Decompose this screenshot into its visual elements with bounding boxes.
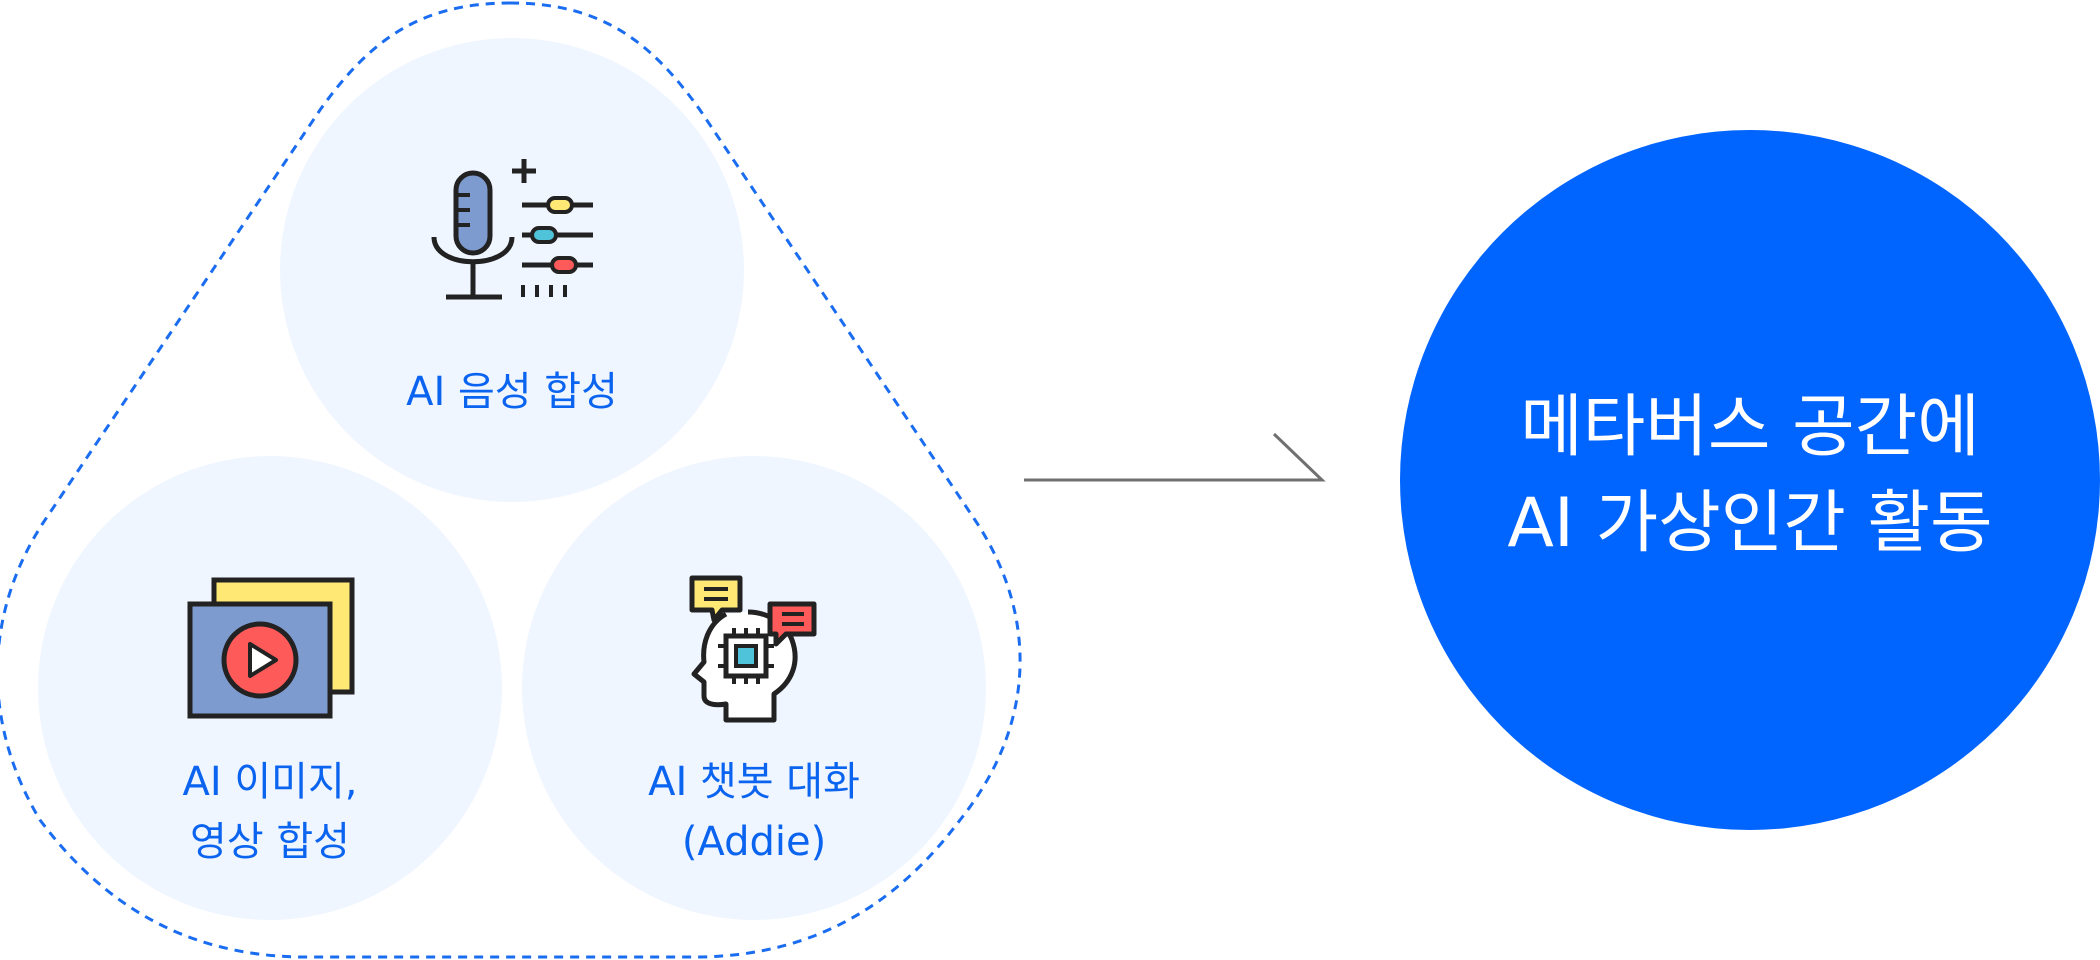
grouping-outline: [0, 1, 1022, 959]
image-video-label-line1: AI 이미지,: [182, 759, 358, 805]
result-circle: [1400, 130, 2100, 830]
voice-synthesis-text: AI 음성 합성: [406, 369, 618, 415]
chatbot-label-line1: AI 챗봇 대화: [648, 759, 860, 805]
arrow-right-icon: [1024, 432, 1326, 482]
result-line2: AI 가상인간 활동: [1507, 484, 1993, 563]
chatbot-label-line2: (Addie): [681, 819, 827, 865]
voice-synthesis-label: AI 음성 합성: [292, 362, 732, 422]
microphone-mixer-icon: [431, 159, 593, 300]
ai-head-chat-icon: [689, 575, 817, 723]
voice-synthesis-circle: [280, 38, 744, 502]
result-line1: 메타버스 공간에: [1520, 388, 1980, 467]
image-video-synthesis-label: AI 이미지, 영상 합성: [50, 752, 490, 872]
image-video-label-line2: 영상 합성: [190, 819, 350, 865]
video-play-icon: [187, 577, 355, 719]
result-text: 메타버스 공간에 AI 가상인간 활동: [1400, 380, 2100, 572]
chatbot-label: AI 챗봇 대화 (Addie): [534, 752, 974, 872]
